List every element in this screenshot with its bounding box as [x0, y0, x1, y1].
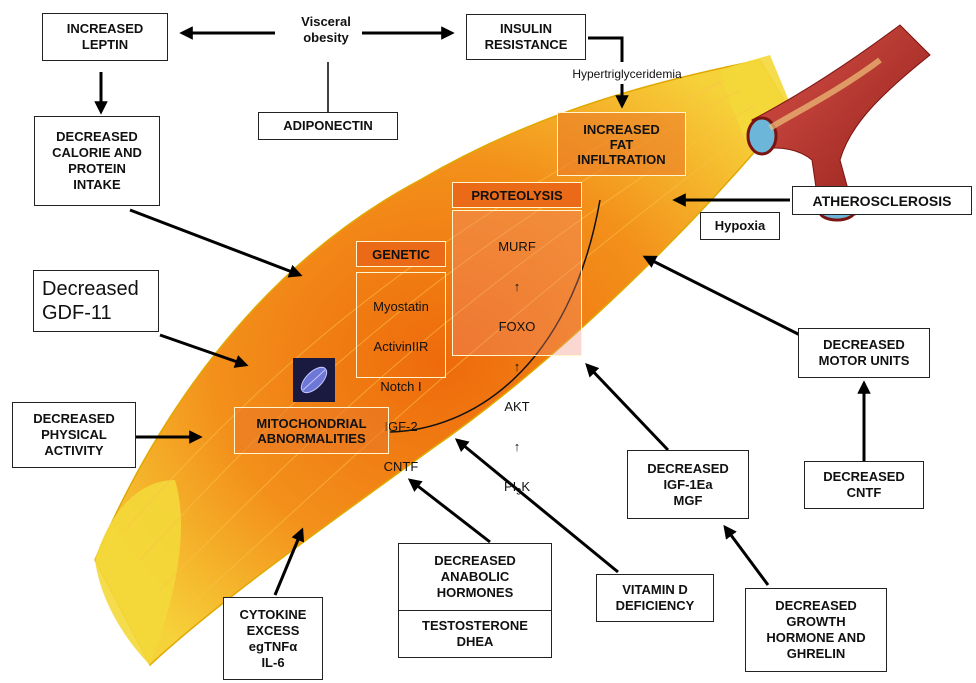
genetic-cntf: CNTF	[383, 459, 419, 474]
insulin-resistance-box: INSULIN RESISTANCE	[466, 14, 586, 60]
decreased-physical-activity-box: DECREASED PHYSICAL ACTIVITY	[12, 402, 136, 468]
atherosclerosis-box: ATHEROSCLEROSIS	[792, 186, 972, 215]
arrow-igf-to-muscle	[585, 363, 670, 452]
arrow-anabolic-to-muscle	[407, 478, 491, 544]
visceral-obesity-label: Visceral obesity	[301, 14, 351, 45]
arrow-gdf11-to-muscle	[159, 333, 249, 368]
mitochondria-icon	[293, 358, 335, 402]
proteolysis-pathway: MURF ↑ FOXO ↑ AKT ↑ PI3K	[452, 210, 582, 497]
genetic-notch: Notch I	[380, 379, 422, 394]
decreased-anabolic-hormones-box: DECREASED ANABOLIC HORMONES	[398, 543, 552, 611]
mitochondrial-abnormalities-box: MITOCHONDRIAL ABNORMALITIES	[234, 407, 389, 454]
arrow-motor-to-muscle	[642, 255, 801, 337]
line-insulin-hook	[588, 36, 624, 62]
decreased-growth-hormone-box: DECREASED GROWTH HORMONE AND GHRELIN	[745, 588, 887, 672]
pathway-arrow-2: ↑	[513, 359, 521, 374]
decreased-motor-units-box: DECREASED MOTOR UNITS	[798, 328, 930, 378]
genetic-title: GENETIC	[356, 241, 446, 267]
vitamin-d-deficiency-box: VITAMIN D DEFICIENCY	[596, 574, 714, 622]
increased-leptin-box: INCREASED LEPTIN	[42, 13, 168, 61]
proteolysis-title: PROTEOLYSIS	[452, 182, 582, 208]
increased-fat-infiltration-box: INCREASED FAT INFILTRATION	[557, 112, 686, 176]
arrow-calorie-to-muscle	[129, 208, 303, 278]
hypoxia-box: Hypoxia	[700, 212, 780, 240]
pathway-arrow-1: ↑	[513, 279, 521, 294]
pathway-akt: AKT	[504, 399, 530, 414]
decreased-cntf-box: DECREASED CNTF	[804, 461, 924, 509]
decreased-calorie-box: DECREASED CALORIE AND PROTEIN INTAKE	[34, 116, 160, 206]
arrow-vitd-to-muscle	[454, 438, 619, 574]
genetic-list: Myostatin ActivinIIR Notch I IGF-2 CNTF	[356, 272, 446, 474]
arrow-gh-to-igf	[723, 524, 770, 586]
proteolysis-curve	[389, 199, 601, 433]
hypertriglyceridemia-label: Hypertriglyceridemia	[572, 67, 682, 81]
muscle-tendon-left	[95, 480, 181, 665]
testosterone-dhea-box: TESTOSTERONE DHEA	[398, 610, 552, 658]
pathway-foxo: FOXO	[498, 319, 536, 334]
pathway-pi3k: PI3K	[504, 479, 530, 497]
genetic-activin: ActivinIIR	[373, 339, 429, 354]
arrow-cytokine-to-muscle	[273, 527, 305, 596]
decreased-gdf11-box: Decreased GDF-11	[33, 270, 159, 332]
pathway-murf: MURF	[498, 239, 536, 254]
arrows	[94, 26, 871, 596]
genetic-igf2: IGF-2	[384, 419, 418, 434]
decreased-igf-box: DECREASED IGF-1Ea MGF	[627, 450, 749, 519]
pathway-arrow-3: ↑	[513, 439, 521, 454]
genetic-myostatin: Myostatin	[373, 299, 429, 314]
adiponectin-box: ADIPONECTIN	[258, 112, 398, 140]
cytokine-excess-box: CYTOKINE EXCESS egTNFα IL-6	[223, 597, 323, 680]
